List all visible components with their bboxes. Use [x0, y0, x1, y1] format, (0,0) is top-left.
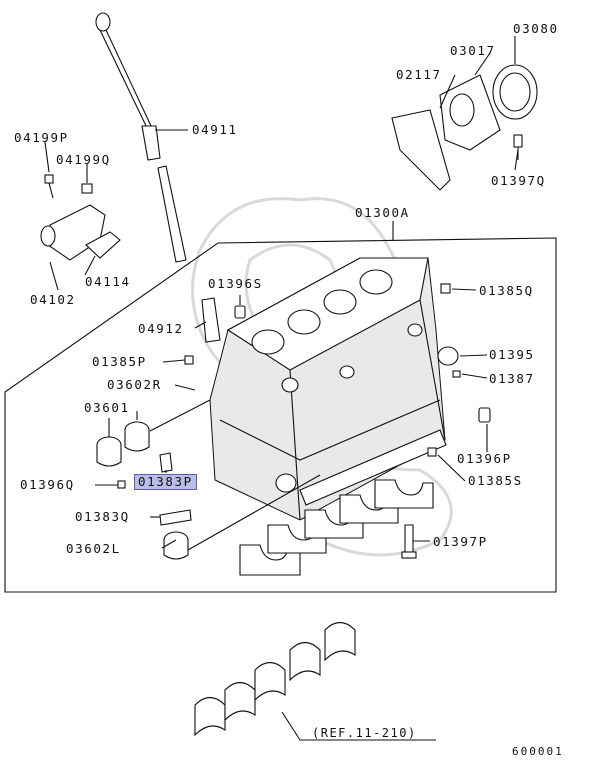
label-01397P[interactable]: 01397P: [433, 534, 488, 549]
label-04114[interactable]: 04114: [85, 274, 131, 289]
leader-lines: [44, 36, 519, 551]
label-01385P[interactable]: 01385P: [92, 354, 147, 369]
label-01383P-highlighted[interactable]: 01383P: [134, 474, 197, 490]
dipstick-tube: [157, 165, 221, 343]
oil-filter-bracket: [40, 174, 121, 261]
label-01396P[interactable]: 01396P: [457, 451, 512, 466]
balance-shaft-bearings: [96, 421, 189, 560]
reference-link[interactable]: (REF.11-210): [312, 726, 417, 740]
label-03602R[interactable]: 03602R: [107, 377, 162, 392]
label-01385S[interactable]: 01385S: [468, 473, 523, 488]
label-02117[interactable]: 02117: [396, 67, 442, 82]
crankshaft-bearing-set: [194, 621, 436, 741]
label-01383Q[interactable]: 01383Q: [75, 509, 130, 524]
diagram-code: 600001: [512, 745, 564, 758]
dipstick: [95, 12, 161, 161]
rear-oil-seal-case: [391, 64, 538, 191]
label-04912[interactable]: 04912: [138, 321, 184, 336]
label-04199P[interactable]: 04199P: [14, 130, 69, 145]
label-01395[interactable]: 01395: [489, 347, 535, 362]
cylinder-block: [209, 257, 447, 521]
assembly-frame: [4, 237, 557, 593]
label-03602L[interactable]: 03602L: [66, 541, 121, 556]
label-01396Q[interactable]: 01396Q: [20, 477, 75, 492]
label-01396S[interactable]: 01396S: [208, 276, 263, 291]
label-01300A[interactable]: 01300A: [355, 205, 410, 220]
label-03017[interactable]: 03017: [450, 43, 496, 58]
label-03601[interactable]: 03601: [84, 400, 130, 415]
block-small-parts: [117, 283, 491, 559]
label-01385Q[interactable]: 01385Q: [479, 283, 534, 298]
label-01387[interactable]: 01387: [489, 371, 535, 386]
label-04911[interactable]: 04911: [192, 122, 238, 137]
label-04102[interactable]: 04102: [30, 292, 76, 307]
label-01397Q[interactable]: 01397Q: [491, 173, 546, 188]
main-bearing-caps: [239, 479, 434, 576]
label-04199Q[interactable]: 04199Q: [56, 152, 111, 167]
label-03080[interactable]: 03080: [513, 21, 559, 36]
